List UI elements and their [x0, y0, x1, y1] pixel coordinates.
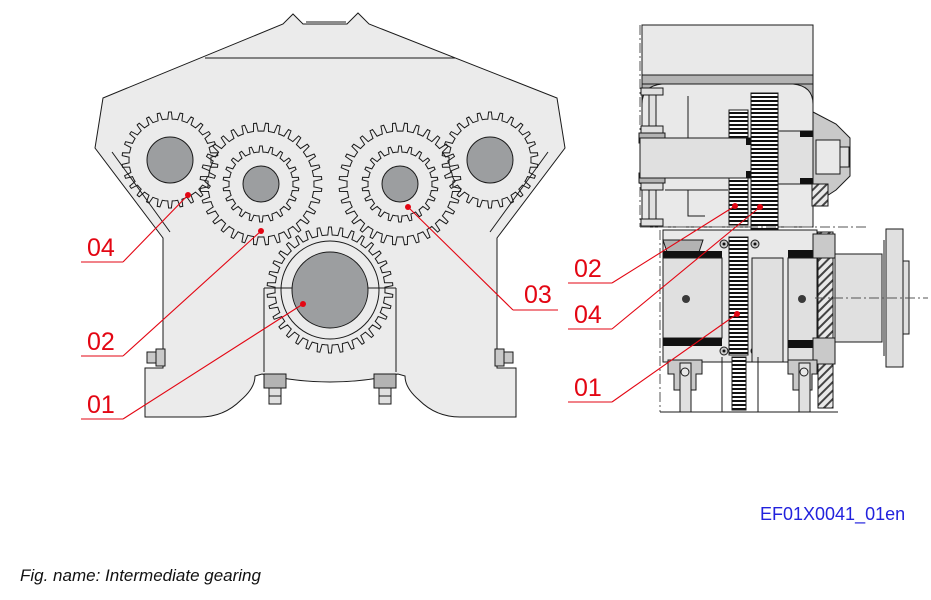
crankshaft-gear — [266, 226, 394, 354]
front-view — [94, 12, 566, 418]
shaft-seal-top — [746, 138, 753, 145]
side-bolt-right — [494, 348, 514, 367]
side-bolt-left — [146, 348, 166, 367]
end-cover-gasket — [811, 183, 829, 207]
bolt-hole-right — [798, 295, 806, 303]
intermediate-shaft — [639, 137, 754, 179]
engine-housing-front — [94, 12, 566, 418]
callout-label: 03 — [524, 281, 552, 309]
camshaft-hub-right — [466, 136, 514, 184]
intermediate-gear-small-left — [222, 145, 300, 223]
shaft-seal-bottom — [746, 171, 753, 178]
hub-seal-top — [800, 131, 813, 137]
seal-strip-left-top — [663, 251, 722, 258]
bolt-hole-left — [682, 295, 690, 303]
cylinder-block-top — [641, 24, 814, 76]
fillet-right — [792, 83, 814, 105]
seal-strip-left-bottom — [663, 338, 722, 346]
crankshaft-gear-rim — [280, 240, 380, 340]
inner-wall-step — [687, 190, 705, 217]
camshaft-hub-left — [146, 136, 194, 184]
technical-drawing: 04 02 01 03 02 — [81, 12, 928, 525]
hub-seal-bottom — [800, 178, 813, 184]
callout-section-02: 02 — [568, 203, 738, 284]
callout-label: 02 — [574, 255, 602, 283]
callout-section-04: 04 — [568, 204, 763, 330]
intermediate-gear-large-right — [338, 122, 462, 246]
section-view — [638, 24, 928, 413]
deck-band — [641, 74, 814, 85]
callout-label: 04 — [574, 301, 602, 329]
intermediate-hub-left — [242, 165, 280, 203]
figure-caption: Fig. name: Intermediate gearing — [20, 566, 261, 585]
intermediate-hub-right — [381, 165, 419, 203]
gear-hub-block — [751, 257, 784, 363]
seal-strip-right-top — [788, 250, 817, 258]
camshaft-gear-left — [121, 111, 219, 209]
housing-wall-left — [111, 151, 171, 233]
callout-label: 01 — [87, 391, 115, 419]
callout-front-03: 03 — [405, 204, 558, 311]
callout-label: 04 — [87, 234, 115, 262]
section-gear-wide — [750, 92, 779, 249]
shaft-hub-right — [777, 130, 814, 185]
callout-front-01: 01 — [81, 301, 306, 420]
intermediate-gear-large-left — [199, 122, 323, 246]
intermediate-gear-small-right — [361, 145, 439, 223]
section-gear-narrow-bottom — [728, 177, 749, 226]
section-crank-gear — [728, 236, 749, 356]
crankshaft-hub — [291, 251, 369, 329]
callout-front-04: 04 — [81, 192, 191, 263]
bottom-stud-left — [263, 373, 287, 405]
foot-right — [787, 359, 818, 413]
callouts: 04 02 01 03 02 — [81, 192, 763, 420]
support-column-lower — [640, 182, 664, 227]
seal-strip-right-bottom — [788, 340, 817, 348]
lower-gear-stub — [731, 356, 747, 411]
end-cover-cylinder — [815, 139, 841, 175]
figure-code: EF01X0041_01en — [760, 504, 905, 525]
bearing-block-left — [662, 257, 723, 339]
bottom-stud-right — [373, 373, 397, 405]
foot-left — [667, 359, 703, 413]
callout-label: 02 — [87, 328, 115, 356]
end-cover-cap — [839, 146, 850, 168]
callout-front-02: 02 — [81, 228, 264, 357]
callout-label: 01 — [574, 374, 602, 402]
housing-wall-right — [489, 151, 549, 233]
section-gear-narrow-top — [728, 109, 749, 139]
callout-section-01: 01 — [568, 311, 740, 403]
